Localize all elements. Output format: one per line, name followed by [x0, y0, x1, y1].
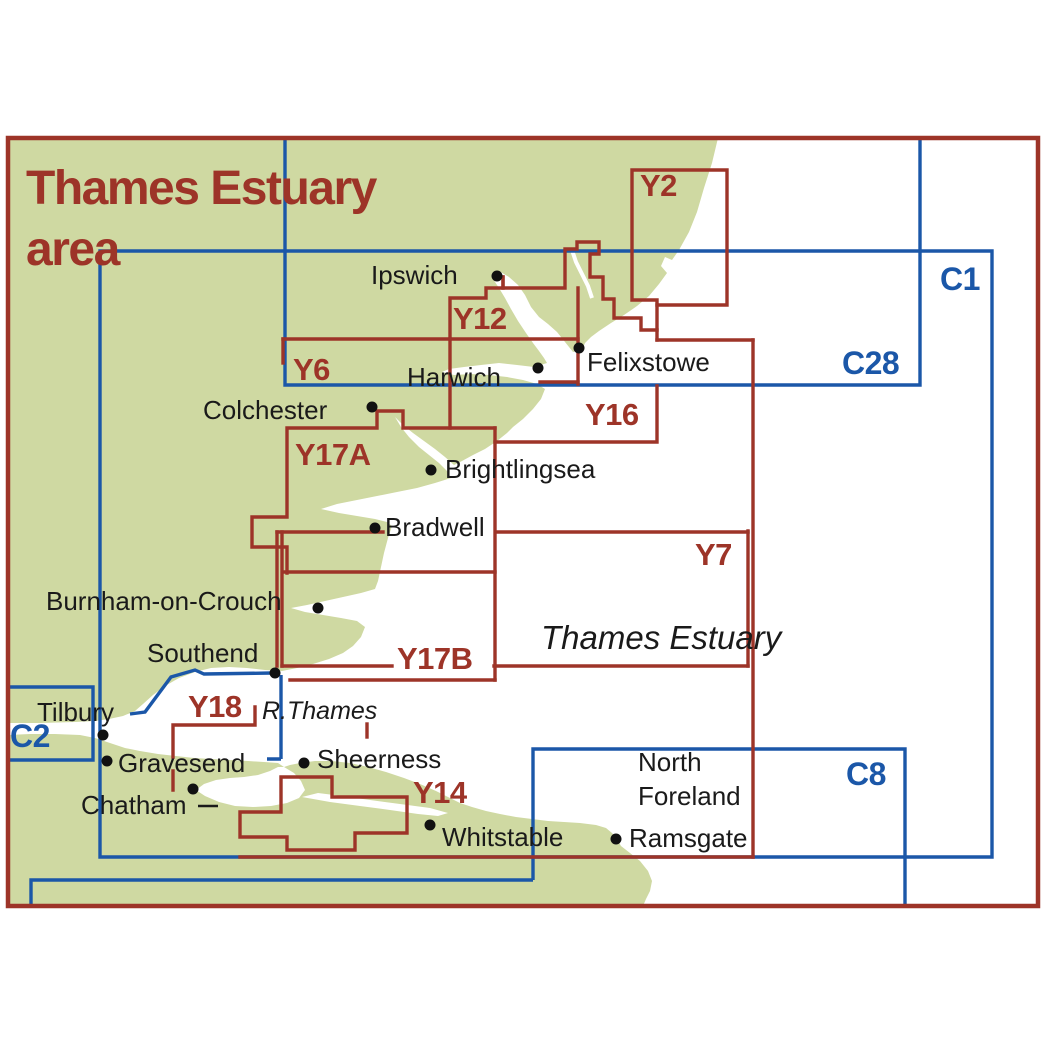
dot-ramsgate: [610, 833, 622, 845]
chart-label-y6: Y6: [293, 352, 330, 387]
town-dots: [97, 270, 622, 845]
dot-colchester: [366, 401, 378, 413]
chart-box-y18: [171, 705, 257, 792]
coastline-suffolk-essex: [8, 138, 718, 723]
map-title: Thames Estuary area: [26, 162, 377, 277]
chart-label-y14: Y14: [413, 775, 467, 810]
river-swale: [302, 793, 448, 816]
place-label-harwich: Harwich: [407, 362, 501, 392]
river-medway: [196, 767, 305, 807]
chart-box-c1: [98, 249, 994, 859]
land-polygons: [8, 138, 718, 906]
river-cutouts: [196, 249, 594, 816]
chart-label-y12: Y12: [453, 301, 507, 336]
chart-label-y17a: Y17A: [295, 437, 371, 472]
dot-gravesend: [101, 755, 113, 767]
dot-whitstable: [424, 819, 436, 831]
dot-tilbury: [97, 729, 109, 741]
place-label-sheerness: Sheerness: [317, 744, 442, 774]
chart-box-y12-rivers: [501, 240, 659, 332]
region-label-r-thames: R.Thames: [262, 697, 378, 725]
place-label-chatham: Chatham: [81, 790, 187, 820]
dot-sheerness: [298, 757, 310, 769]
place-label-ramsgate: Ramsgate: [629, 823, 748, 853]
dot-harwich: [532, 362, 544, 374]
chart-label-y17b: Y17B: [394, 642, 476, 676]
place-label-felixstowe: Felixstowe: [587, 347, 710, 377]
chart-label-y18: Y18: [188, 689, 242, 724]
y16-west-edge: [448, 337, 497, 430]
chart-label-c28: C28: [842, 345, 900, 381]
chart-label-c8: C8: [846, 756, 886, 792]
place-label-burnham: Burnham-on-Crouch: [46, 586, 282, 616]
coastline-kent: [8, 734, 652, 906]
dot-brightlingsea: [425, 464, 437, 476]
river-thames-channel-line: [129, 668, 283, 761]
chart-label-c2: C2: [10, 718, 50, 754]
place-label-bradwell: Bradwell: [385, 512, 485, 542]
overview-chart-boxes: [8, 138, 994, 906]
place-label-whitstable: Whitstable: [442, 822, 564, 852]
chart-box-y14: [238, 775, 409, 852]
dot-ipswich: [491, 270, 503, 282]
dot-burnham: [312, 602, 324, 614]
dot-southend: [269, 667, 281, 679]
place-label-north-foreland: North Foreland: [638, 747, 741, 811]
dot-bradwell: [369, 522, 381, 534]
small-chart-boxes: [171, 168, 755, 859]
place-label-tilbury: Tilbury: [37, 697, 115, 727]
place-label-brightlingsea: Brightlingsea: [445, 454, 596, 484]
region-label-thames-estuary: Thames Estuary: [541, 619, 782, 656]
map-frame: [5, 135, 1041, 909]
chart-label-y7: Y7: [695, 537, 732, 572]
chart-label-c1: C1: [940, 261, 980, 297]
chart-label-y16: Y16: [585, 397, 639, 432]
place-label-southend: Southend: [147, 638, 259, 668]
y16-pocket: [493, 384, 659, 444]
chart-box-c2: [8, 685, 95, 762]
place-label-gravesend: Gravesend: [118, 748, 246, 778]
dot-chatham: [187, 783, 199, 795]
chart-box-c8: [29, 747, 907, 906]
chart-label-y2: Y2: [640, 168, 677, 203]
chart-box-c28: [283, 138, 922, 387]
chart-box-y17a: [250, 409, 452, 575]
river-deben: [570, 249, 594, 299]
place-label-ipswich: Ipswich: [371, 260, 458, 290]
dot-felixstowe: [573, 342, 585, 354]
place-label-colchester: Colchester: [203, 395, 328, 425]
